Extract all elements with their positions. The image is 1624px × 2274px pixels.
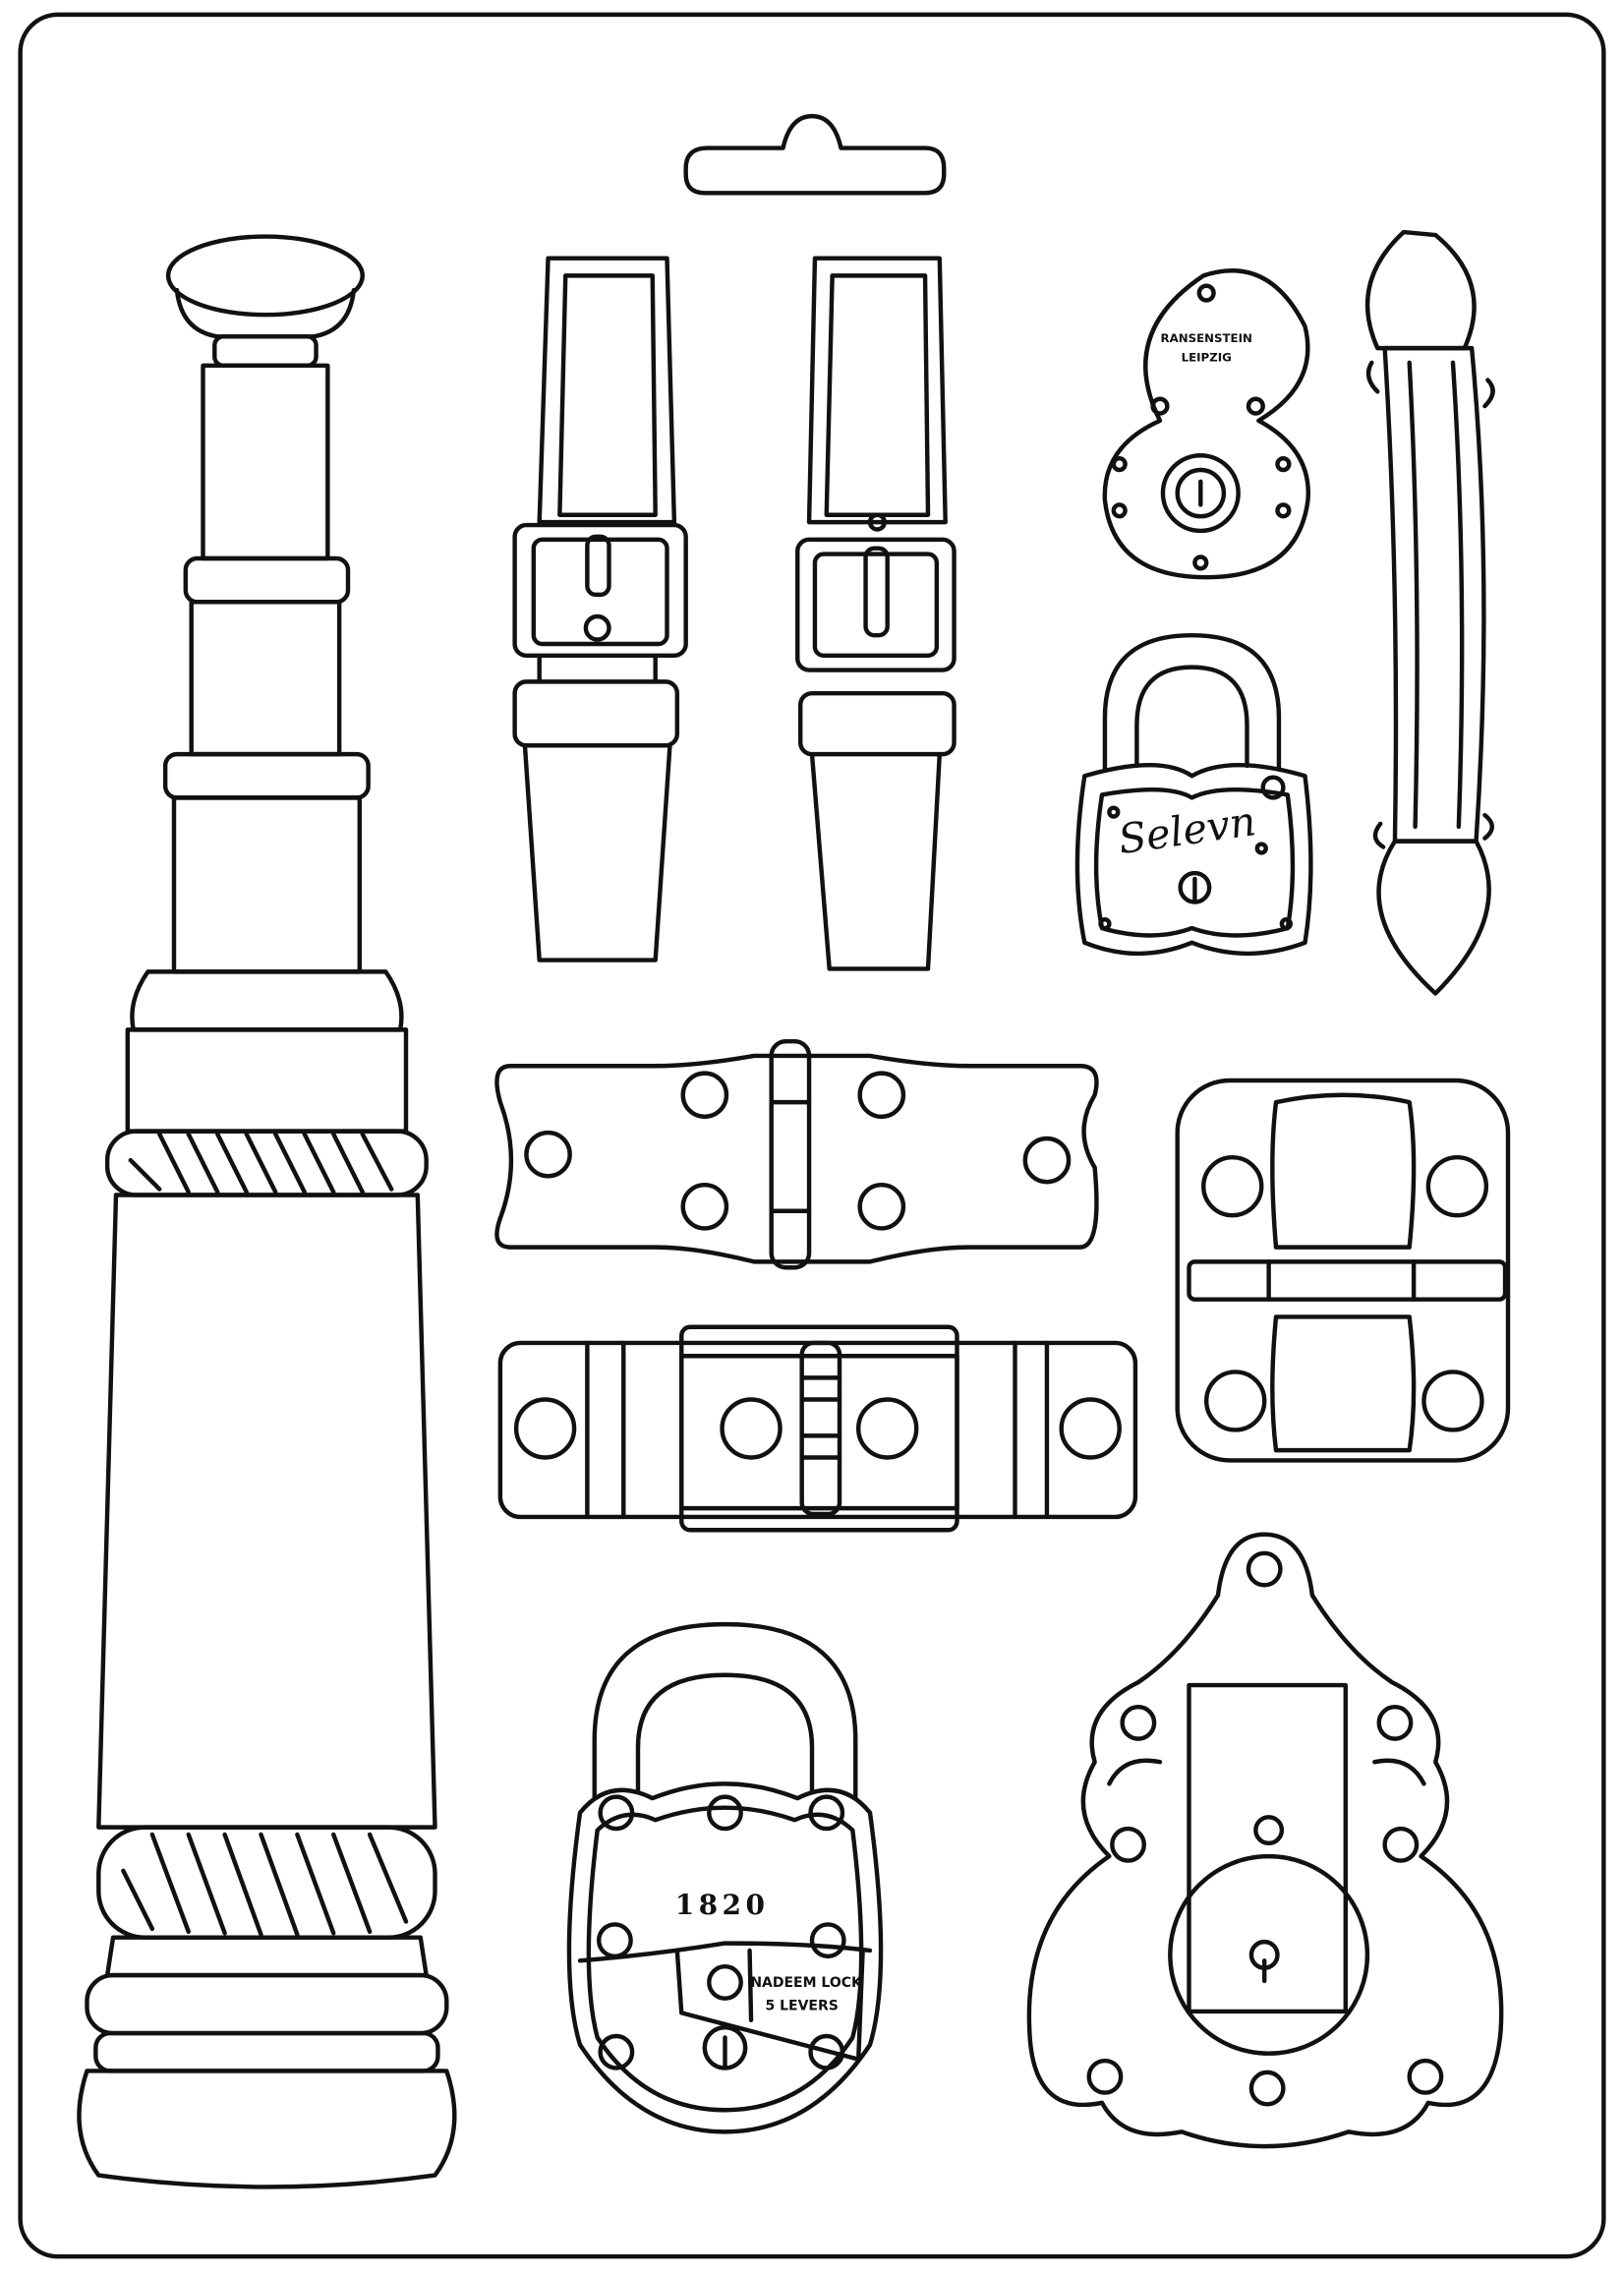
latch-plate (1175, 1078, 1511, 1463)
sheet-border (18, 12, 1606, 2259)
belt-strap-left (512, 256, 688, 962)
hasp-lock (1026, 1532, 1504, 2149)
hinge-lower (497, 1324, 1138, 1533)
padlock-1820: 1820 NADEEM LOCK 5 LEVERS (566, 1621, 884, 2134)
padlock-plate-line2: 5 LEVERS (765, 1998, 838, 2013)
padlock-selevn: Selevn (1074, 632, 1313, 957)
hinge-upper (494, 1038, 1099, 1270)
lock-maker-text: RANSENSTEIN (1161, 331, 1252, 345)
lock-city-text: LEIPZIG (1182, 350, 1232, 364)
padlock-plate-line1: NADEEM LOCK (750, 1975, 863, 1991)
belt-strap-right (795, 256, 957, 971)
padlock-year-text: 1820 (675, 1889, 770, 1921)
padlock-brand-text: Selevn (1116, 797, 1259, 863)
telescope (77, 234, 457, 2189)
hanger-tab (683, 113, 947, 196)
lock-plate-leipzig: RANSENSTEIN LEIPZIG (1102, 268, 1310, 580)
trunk-handle (1364, 229, 1495, 996)
